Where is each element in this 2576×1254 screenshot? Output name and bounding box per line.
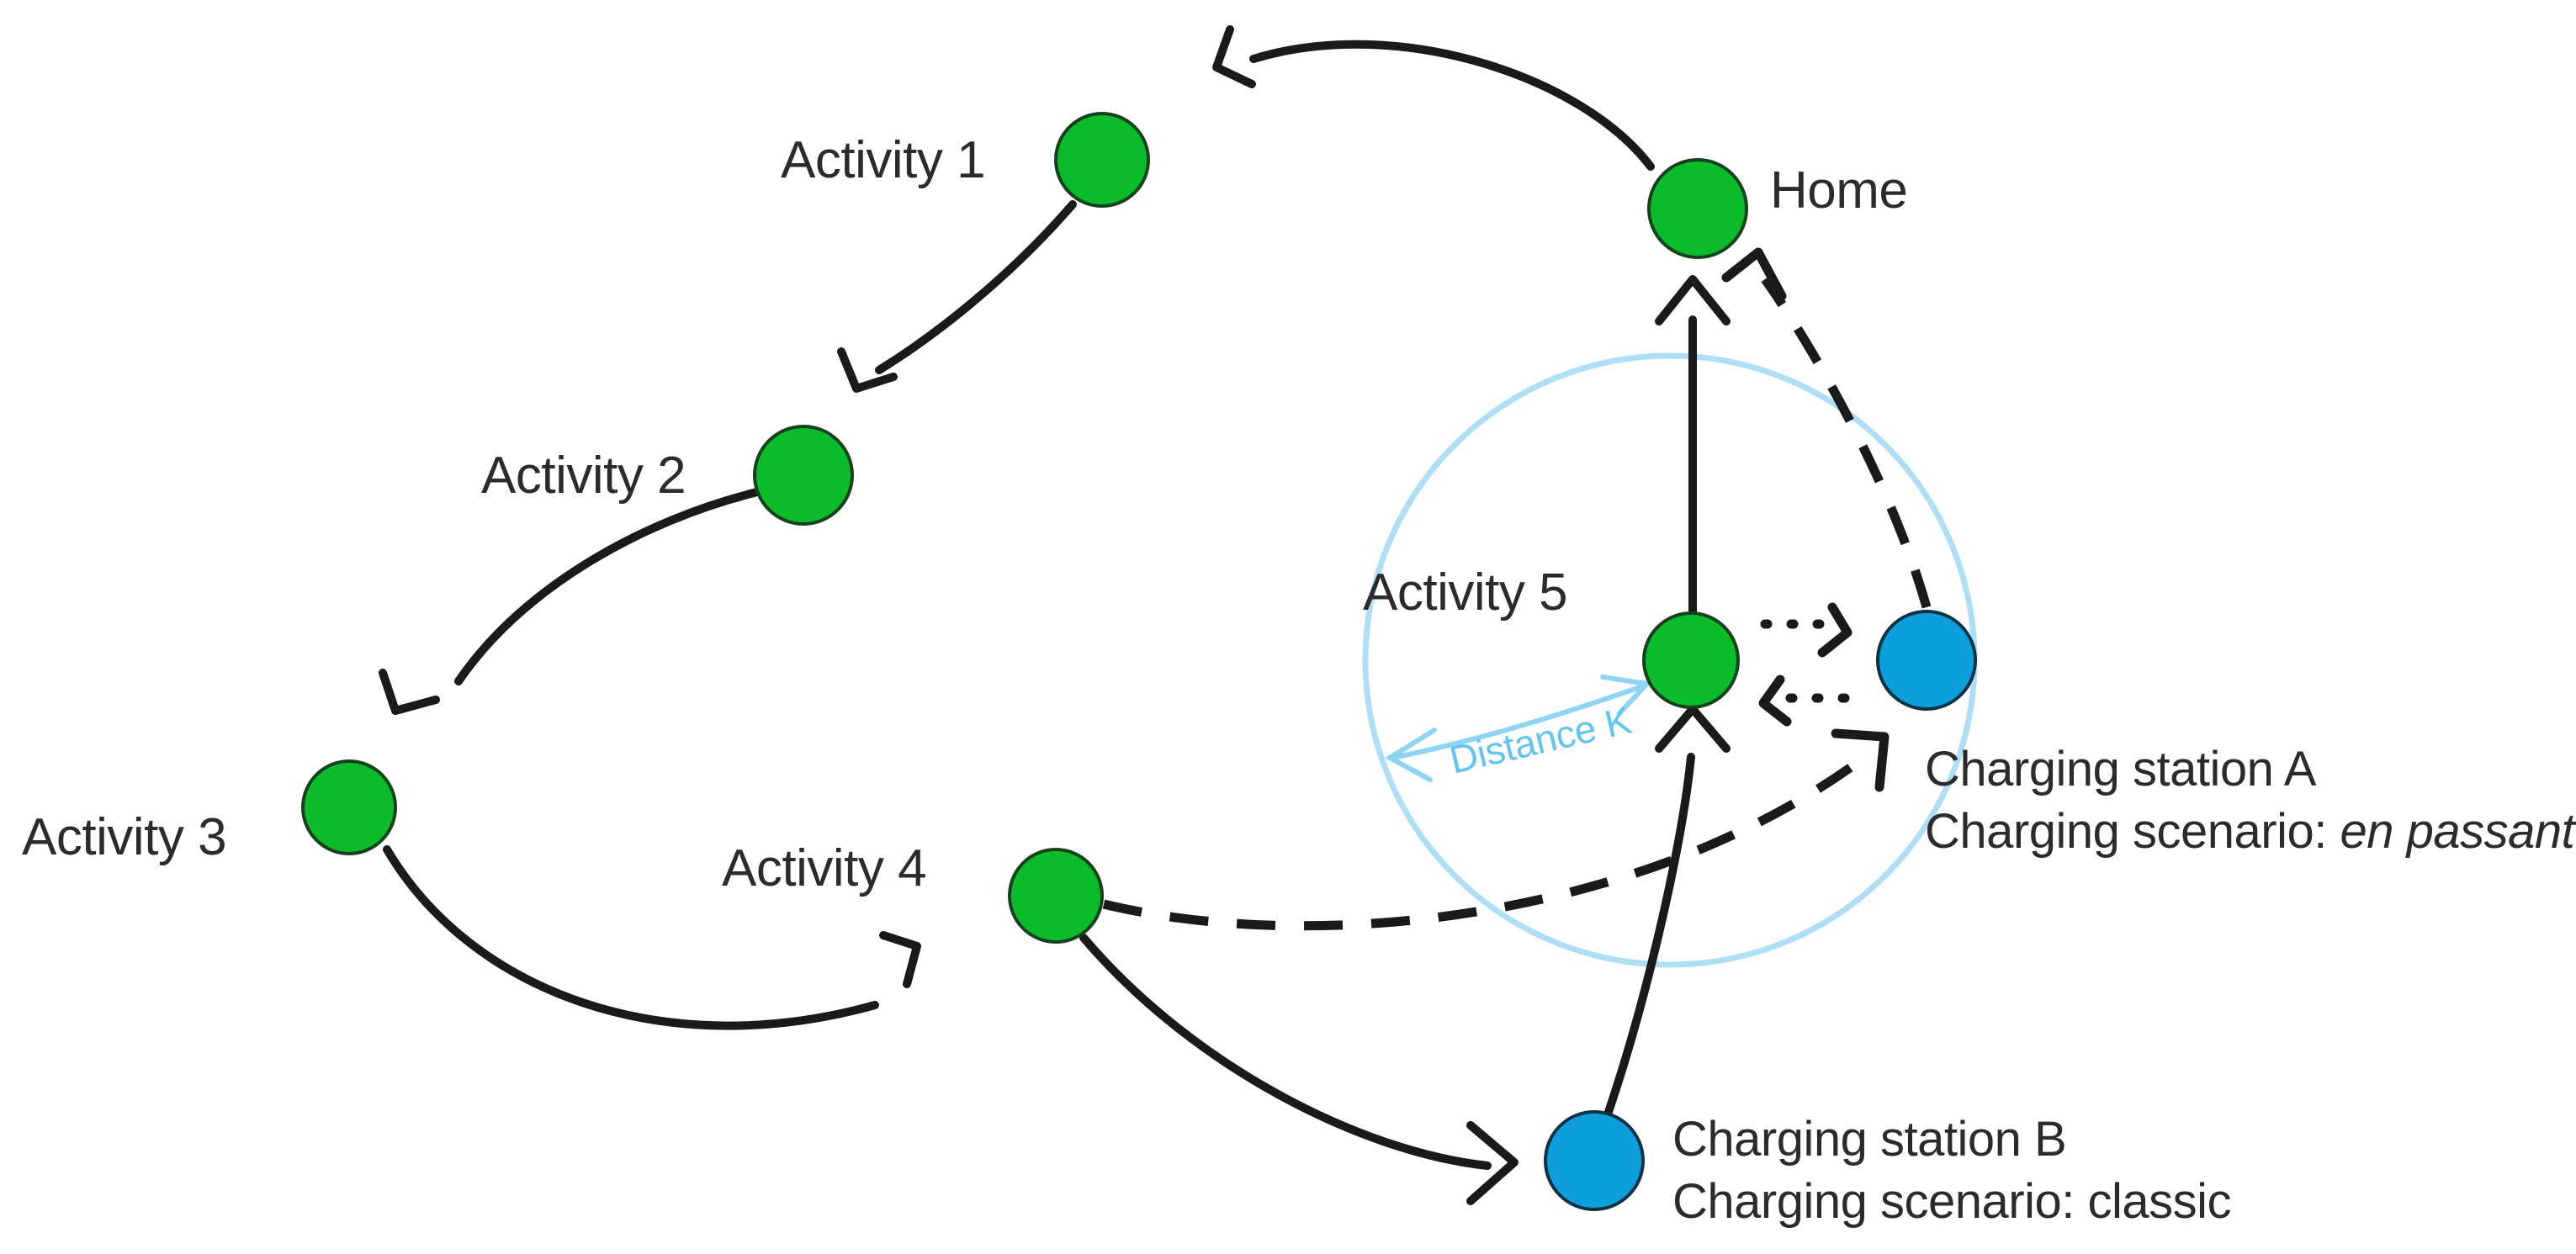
edge-activity5-to-home xyxy=(1655,275,1731,618)
charging-station-a-label-block: Charging station A Charging scenario: en… xyxy=(1925,738,2575,863)
edge-chargingB-to-activity5 xyxy=(1604,705,1731,1116)
edge-activity3-to-activity4 xyxy=(383,845,921,1030)
charging-station-a-scenario-prefix: Charging scenario: xyxy=(1925,804,2327,860)
edge-activity2-to-activity3 xyxy=(379,488,761,715)
edge-activity1-to-activity2 xyxy=(837,200,1077,393)
distance-k-arrow xyxy=(1385,675,1653,782)
charging-station-b-scenario-value: classic xyxy=(2087,1174,2231,1230)
charging-station-a-name: Charging station A xyxy=(1925,742,2316,796)
edge-home-to-activity1 xyxy=(1212,25,1655,171)
node-label-activity5: Activity 5 xyxy=(1363,564,1568,622)
node-label-activity2: Activity 2 xyxy=(481,447,686,505)
edge-chargingA-to-home-head xyxy=(1721,247,1787,301)
charging-station-b-label-block: Charging station B Charging scenario: cl… xyxy=(1672,1108,2231,1233)
node-label-home: Home xyxy=(1770,161,1908,220)
node-activity5-circle[interactable] xyxy=(1642,611,1740,709)
edge-chargingA-to-activity5-dotted xyxy=(1758,675,1852,727)
charging-station-a-scenario-value: en passant xyxy=(2340,804,2575,860)
charging-station-b-name: Charging station B xyxy=(1672,1112,2067,1167)
charging-station-a-scenario: Charging scenario: en passant xyxy=(1925,801,2575,863)
edge-activity4-to-chargingA-head xyxy=(1831,728,1890,792)
node-charging-station-a-circle[interactable] xyxy=(1876,610,1977,711)
node-activity3-circle[interactable] xyxy=(301,759,397,855)
node-home-circle[interactable] xyxy=(1647,158,1748,259)
edge-activity4-to-chargingB xyxy=(1079,934,1519,1205)
charging-station-b-scenario: Charging scenario: classic xyxy=(1672,1171,2231,1233)
node-activity1-circle[interactable] xyxy=(1054,112,1150,208)
node-label-activity4: Activity 4 xyxy=(722,839,927,897)
node-label-activity1: Activity 1 xyxy=(781,131,986,189)
node-charging-station-b-circle[interactable] xyxy=(1544,1110,1645,1211)
edge-chargingA-to-home xyxy=(1761,276,1932,609)
charging-station-b-scenario-prefix: Charging scenario: xyxy=(1672,1174,2075,1230)
node-activity4-circle[interactable] xyxy=(1008,848,1104,944)
edge-activity5-to-chargingA-dotted xyxy=(1760,602,1852,658)
node-circles xyxy=(301,112,1977,1211)
edge-activity4-to-chargingA xyxy=(1102,757,1863,931)
node-activity2-circle[interactable] xyxy=(753,425,854,526)
node-label-activity3: Activity 3 xyxy=(22,808,227,866)
